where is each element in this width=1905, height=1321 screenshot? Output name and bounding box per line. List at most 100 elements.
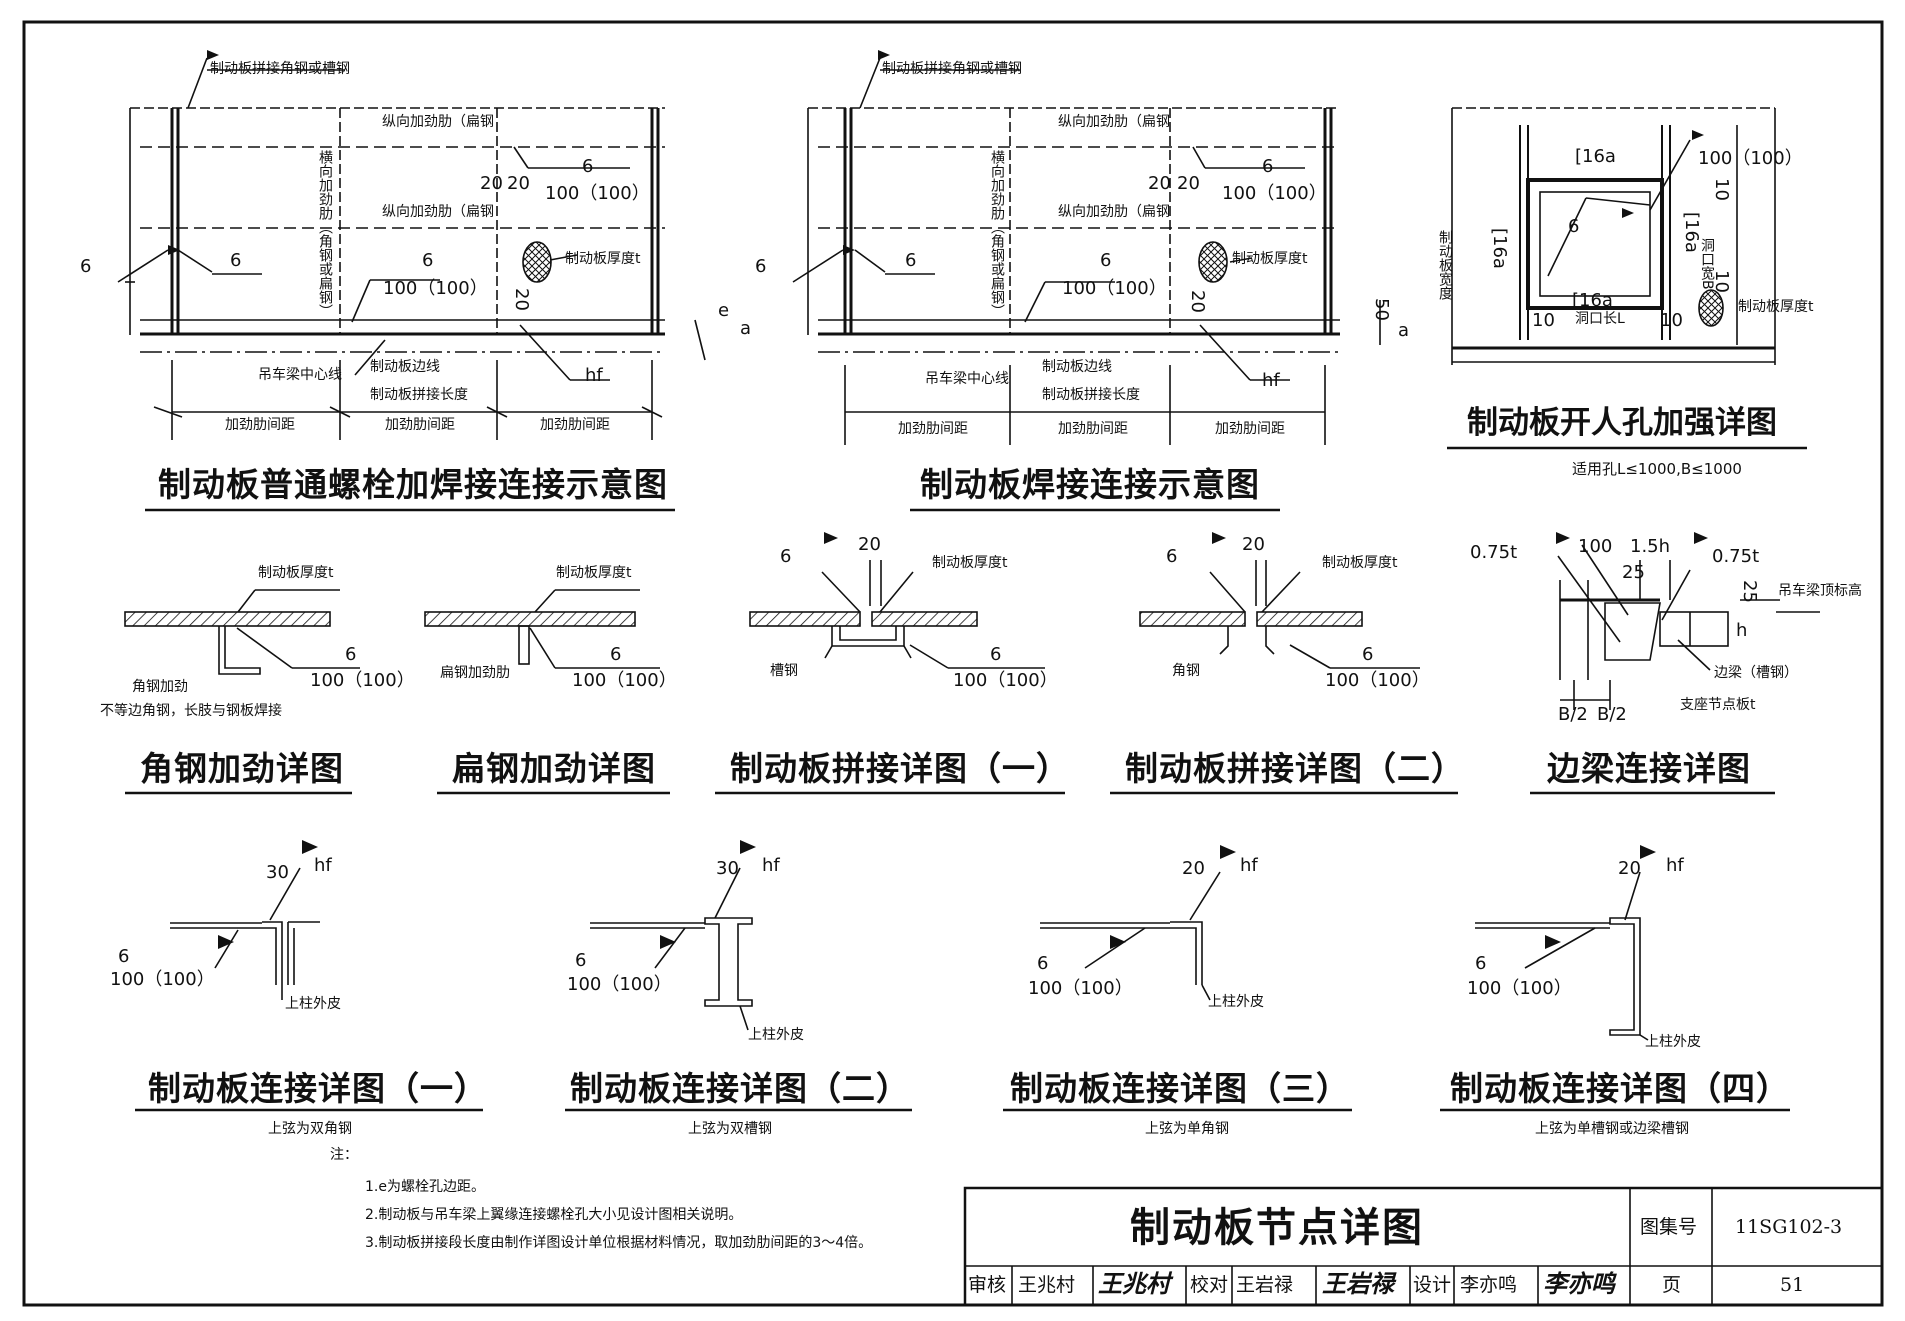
conn4-hf: hf — [1666, 855, 1684, 876]
splice1-weld-6a: 6 — [780, 546, 792, 567]
angle-plate-thickness: 制动板厚度t — [258, 565, 334, 581]
d3-ch-right: [16a — [1681, 212, 1702, 253]
d1-title: 制动板普通螺栓加焊接连接示意图 — [158, 465, 668, 504]
d1-splice-note: 制动板拼接角钢或槽钢 — [210, 61, 350, 77]
reviewer-signature: 王兆村 — [1098, 1269, 1170, 1298]
d2-title: 制动板焊接连接示意图 — [920, 465, 1260, 504]
note-3: 3.制动板拼接段长度由制作详图设计单位根据材料情况，取加劲肋间距的3～4倍。 — [365, 1235, 873, 1251]
d2-dim-20b: 20 — [1177, 173, 1200, 194]
designer: 李亦鸣 — [1460, 1274, 1518, 1296]
sheet-border — [22, 20, 1884, 1307]
edge-top-elev: 吊车梁顶标高 — [1778, 583, 1862, 599]
title-block-frame — [963, 1186, 1884, 1307]
splice1-plate-thickness: 制动板厚度t — [932, 555, 1008, 571]
angle-note: 不等边角钢，长肢与钢板焊接 — [100, 703, 282, 719]
edge-dim-15h: 1.5h — [1630, 536, 1671, 557]
d3-ch-top: [16a — [1575, 146, 1616, 167]
page-label: 页 — [1662, 1274, 1682, 1296]
conn1-weld-100: 100（100） — [110, 969, 215, 990]
conn2-title: 制动板连接详图（二） — [570, 1069, 910, 1108]
weld-flags — [168, 50, 1708, 949]
conn1-weld-6: 6 — [118, 946, 130, 967]
conn-2-drawing — [590, 867, 753, 1031]
d1-weld-100a: 100（100） — [383, 278, 488, 299]
conn3-dim: 20 — [1182, 858, 1205, 879]
d1-weld-6b: 6 — [230, 250, 242, 271]
d2-long-rib-1: 纵向加劲肋（扁钢 — [1058, 114, 1170, 130]
flat-weld-6: 6 — [610, 644, 622, 665]
d1-weld-6a: 6 — [80, 256, 92, 277]
conn2-outer: 上柱外皮 — [748, 1027, 804, 1043]
angle-title: 角钢加劲详图 — [140, 749, 344, 788]
edge-h: h — [1736, 620, 1748, 641]
d2-weld-6c: 6 — [1100, 250, 1112, 271]
weld-drawing — [792, 57, 1381, 445]
manhole-drawing — [1451, 107, 1776, 365]
d2-dim-50: 50 — [1371, 298, 1392, 321]
d2-rib-spacing-1: 加劲肋间距 — [898, 421, 968, 437]
plate-thickness-symbol — [522, 241, 552, 283]
d3-ch-left: [16a — [1489, 228, 1510, 269]
conn1-hf: hf — [314, 855, 332, 876]
conn2-subtitle: 上弦为双槽钢 — [688, 1121, 772, 1137]
checker-signature: 王岩禄 — [1322, 1269, 1394, 1298]
d2-weld-6a: 6 — [755, 256, 767, 277]
d1-rib-spacing-3: 加劲肋间距 — [540, 417, 610, 433]
splice2-weld-6a: 6 — [1166, 546, 1178, 567]
bolt-weld-drawing — [117, 57, 706, 440]
d3-ch-bottom: [16a — [1572, 290, 1613, 311]
d2-weld-6b: 6 — [905, 250, 917, 271]
splice1-weld-6b: 6 — [990, 644, 1002, 665]
edge-b2b: B/2 — [1597, 704, 1627, 725]
edge-weld-075b: 0.75t — [1712, 546, 1760, 567]
conn3-outer: 上柱外皮 — [1208, 994, 1264, 1010]
atlas-no: 11SG102-3 — [1735, 1216, 1843, 1238]
d1-rib-spacing-1: 加劲肋间距 — [225, 417, 295, 433]
reviewer: 王兆村 — [1018, 1274, 1076, 1296]
conn1-title: 制动板连接详图（一） — [148, 1069, 488, 1108]
angle-weld-100: 100（100） — [310, 670, 415, 691]
conn2-dim: 30 — [716, 858, 739, 879]
splice1-channel: 槽钢 — [770, 663, 798, 679]
d2-weld-100a: 100（100） — [1062, 278, 1167, 299]
d1-weld-6c: 6 — [422, 250, 434, 271]
edge-support-plate: 支座节点板t — [1680, 697, 1756, 713]
flat-title: 扁钢加劲详图 — [452, 749, 656, 788]
splice2-angle: 角钢 — [1172, 663, 1200, 679]
splice-1-drawing — [749, 560, 1045, 669]
d2-splice-note: 制动板拼接角钢或槽钢 — [882, 61, 1022, 77]
d1-dim-20a: 20 — [480, 173, 503, 194]
flat-stiffener-drawing — [424, 589, 660, 669]
d1-hf: hf — [585, 365, 603, 386]
d1-splice-length: 制动板拼接长度 — [370, 387, 468, 403]
design-label: 设计 — [1413, 1274, 1452, 1296]
edge-dim-25a: 25 — [1622, 562, 1645, 583]
d2-dim-20a: 20 — [1148, 173, 1171, 194]
edge-beam-label: 边梁（槽钢） — [1714, 665, 1798, 681]
manhole-thickness-symbol — [1698, 289, 1724, 327]
conn4-weld-100: 100（100） — [1467, 978, 1572, 999]
d1-long-rib-2: 纵向加劲肋（扁钢 — [382, 204, 494, 220]
edge-beam-drawing — [1557, 544, 1820, 710]
d2-trans-rib: 横向加劲肋（角钢或扁钢） — [989, 150, 1005, 318]
angle-stiffener-drawing — [124, 589, 360, 675]
conn4-weld-6: 6 — [1475, 953, 1487, 974]
d3-title: 制动板开人孔加强详图 — [1467, 405, 1777, 441]
d2-plate-thickness: 制动板厚度t — [1232, 251, 1308, 267]
d1-long-rib-1: 纵向加劲肋（扁钢 — [382, 114, 494, 130]
designer-signature: 李亦鸣 — [1543, 1269, 1615, 1298]
d1-rib-spacing-2: 加劲肋间距 — [385, 417, 455, 433]
conn1-subtitle: 上弦为双角钢 — [268, 1121, 352, 1137]
splice1-weld-100: 100（100） — [953, 670, 1058, 691]
d3-weld-6: 6 — [1568, 216, 1580, 237]
d1-dim-e: e — [718, 300, 730, 321]
d1-trans-rib: 横向加劲肋（角钢或扁钢） — [317, 150, 333, 318]
drawing-title: 制动板节点详图 — [1130, 1205, 1424, 1251]
angle-label: 角钢加劲 — [132, 679, 188, 695]
splice2-dim-20: 20 — [1242, 534, 1265, 555]
conn1-outer: 上柱外皮 — [285, 996, 341, 1012]
conn-3-drawing — [1040, 871, 1221, 1001]
d1-plate-edge: 制动板边线 — [370, 359, 440, 375]
splice1-title: 制动板拼接详图（一） — [730, 749, 1070, 788]
note-2: 2.制动板与吊车梁上翼缘连接螺栓孔大小见设计图相关说明。 — [365, 1207, 743, 1223]
